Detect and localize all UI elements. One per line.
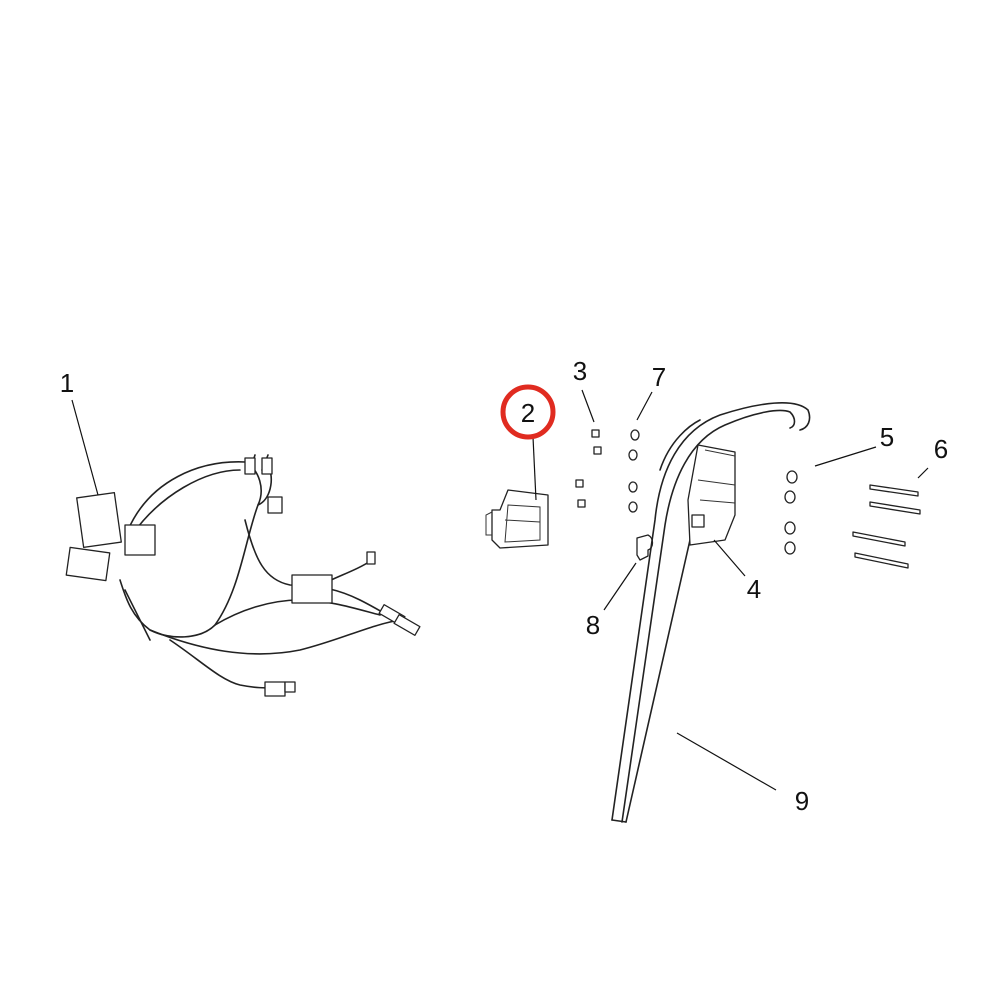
callout-4[interactable]: 4 — [747, 574, 761, 604]
relay-box-part — [687, 444, 736, 546]
wiring-harness-part — [65, 454, 421, 697]
callout-1[interactable]: 1 — [60, 368, 74, 398]
callout-3[interactable]: 3 — [573, 356, 587, 386]
washers-part — [784, 470, 798, 555]
callout-5[interactable]: 5 — [880, 422, 894, 452]
bracket-part — [485, 489, 549, 549]
callout-9[interactable]: 9 — [795, 786, 809, 816]
washers-small-part — [628, 429, 640, 513]
highlight-circle — [500, 384, 556, 440]
callout-2[interactable]: 2 — [521, 398, 535, 428]
callout-8[interactable]: 8 — [586, 610, 600, 640]
nuts-part — [575, 429, 602, 508]
callout-6[interactable]: 6 — [934, 434, 948, 464]
leader-lines — [71, 389, 929, 791]
bolts-part — [852, 484, 921, 569]
callout-7[interactable]: 7 — [652, 362, 666, 392]
